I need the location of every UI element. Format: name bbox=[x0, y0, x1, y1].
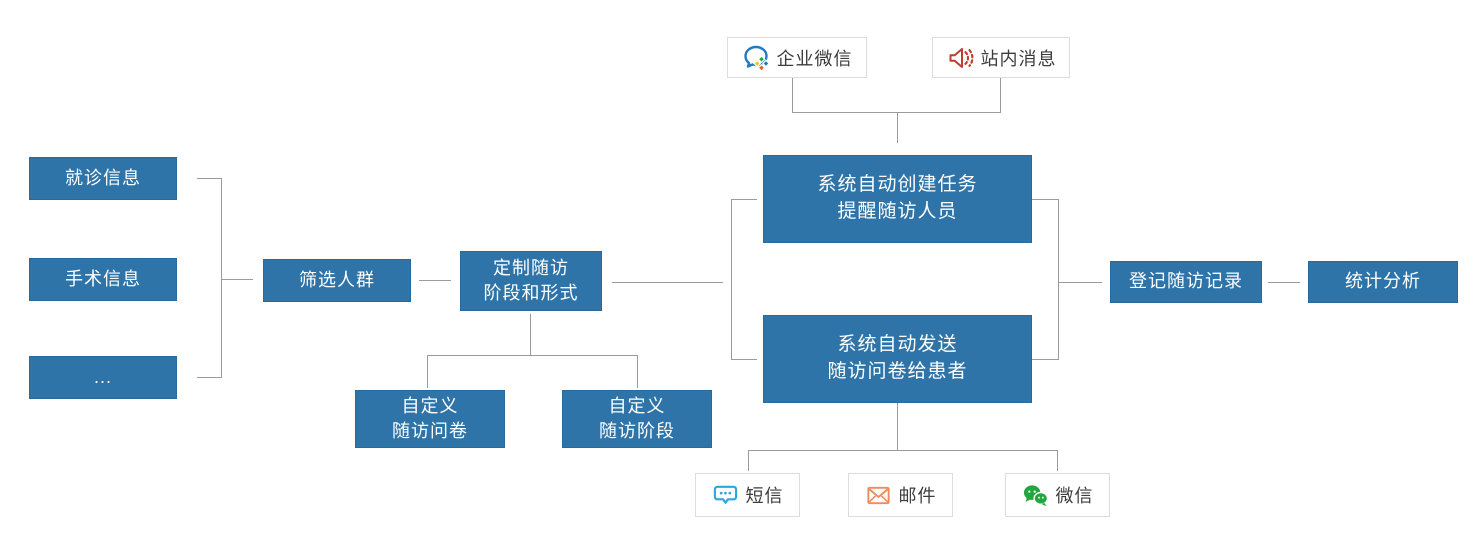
connector bbox=[197, 377, 221, 378]
connector bbox=[1268, 282, 1300, 283]
channel-wework-label: 企业微信 bbox=[776, 48, 853, 69]
connector bbox=[748, 450, 749, 471]
site-message-icon bbox=[949, 47, 973, 68]
connector bbox=[792, 112, 1001, 113]
connector bbox=[427, 355, 428, 388]
node-customize-followup: 定制随访 阶段和形式 bbox=[460, 251, 602, 311]
connector bbox=[731, 199, 732, 360]
node-custom-questionnaire: 自定义 随访问卷 bbox=[355, 390, 505, 448]
connector bbox=[897, 403, 898, 450]
sms-icon bbox=[713, 485, 737, 504]
connector bbox=[792, 78, 793, 112]
wework-icon bbox=[743, 45, 770, 72]
connector bbox=[897, 112, 898, 143]
node-visit-info: 就诊信息 bbox=[29, 157, 177, 200]
connector bbox=[1057, 450, 1058, 471]
channel-wechat: 微信 bbox=[1005, 473, 1110, 517]
node-auto-create-task: 系统自动创建任务 提醒随访人员 bbox=[763, 155, 1032, 243]
connector bbox=[748, 450, 1057, 451]
channel-email: 邮件 bbox=[848, 473, 953, 517]
channel-site-message: 站内消息 bbox=[932, 37, 1070, 78]
connector bbox=[612, 282, 723, 283]
connector bbox=[530, 314, 531, 355]
connector bbox=[221, 178, 222, 378]
wechat-icon bbox=[1023, 484, 1048, 506]
email-icon bbox=[866, 486, 890, 504]
connector bbox=[1000, 78, 1001, 112]
channel-sms-label: 短信 bbox=[745, 486, 784, 506]
connector bbox=[637, 355, 638, 388]
connector bbox=[427, 355, 637, 356]
connector bbox=[221, 279, 253, 280]
channel-wechat-label: 微信 bbox=[1055, 486, 1094, 506]
connector bbox=[1058, 282, 1102, 283]
connector bbox=[1032, 199, 1058, 200]
channel-email-label: 邮件 bbox=[898, 486, 937, 506]
connector bbox=[419, 280, 451, 281]
node-stats-analysis: 统计分析 bbox=[1308, 261, 1458, 303]
node-custom-stage: 自定义 随访阶段 bbox=[562, 390, 712, 448]
connector bbox=[731, 199, 757, 200]
node-surgery-info: 手术信息 bbox=[29, 258, 177, 301]
connector bbox=[197, 178, 221, 179]
node-auto-send-questionnaire: 系统自动发送 随访问卷给患者 bbox=[763, 315, 1032, 403]
node-filter-people: 筛选人群 bbox=[263, 259, 411, 302]
connector bbox=[1032, 359, 1058, 360]
channel-wework: 企业微信 bbox=[727, 37, 867, 78]
node-register-record: 登记随访记录 bbox=[1110, 261, 1262, 303]
channel-sms: 短信 bbox=[695, 473, 800, 517]
connector bbox=[1058, 199, 1059, 360]
node-more-sources: ... bbox=[29, 356, 177, 399]
connector bbox=[731, 359, 757, 360]
channel-site-message-label: 站内消息 bbox=[980, 48, 1057, 69]
